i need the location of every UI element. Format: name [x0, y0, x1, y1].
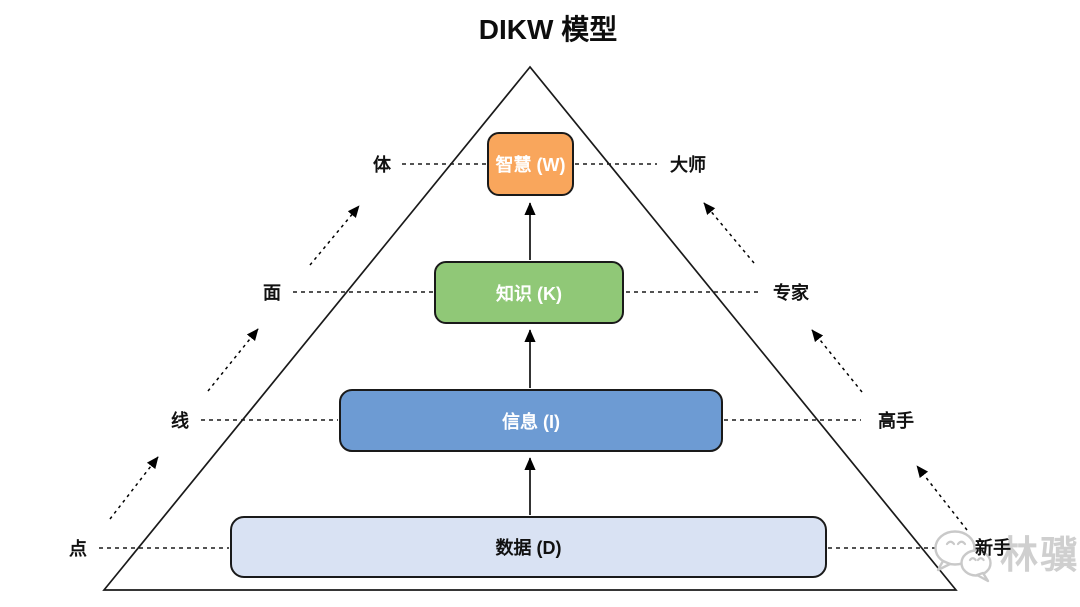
wechat-chat-bubbles-icon [934, 530, 992, 583]
box-information-label: 信息 (I) [502, 411, 560, 432]
left-label-information: 线 [171, 411, 189, 431]
box-knowledge: 知识 (K) [434, 261, 624, 324]
right-label-information: 高手 [878, 411, 914, 431]
dashed-arrow-left-bottom [109, 456, 159, 520]
dashed-arrow-right-bottom [916, 465, 968, 531]
pyramid-triangle-outline [102, 65, 958, 591]
watermark: 林骥 [930, 526, 1080, 586]
dashed-arrow-right-top [703, 202, 755, 264]
dashed-arrow-right-middle [811, 329, 863, 393]
dashed-arrow-left-middle [207, 328, 259, 392]
left-label-wisdom: 体 [373, 155, 391, 175]
right-label-wisdom: 大师 [670, 155, 706, 175]
dashed-arrow-left-top [309, 205, 360, 266]
right-label-data: 新手 [975, 538, 1011, 558]
box-wisdom-label: 智慧 (W) [495, 155, 566, 175]
box-wisdom: 智慧 (W) [487, 132, 574, 196]
box-information: 信息 (I) [339, 389, 723, 452]
left-label-data: 点 [69, 539, 87, 559]
box-knowledge-label: 知识 (K) [496, 283, 562, 304]
watermark-text: 林骥 [1000, 535, 1080, 577]
diagram-title: DIKW 模型 [478, 14, 618, 45]
right-label-knowledge: 专家 [773, 283, 809, 303]
box-data-label: 数据 (D) [495, 538, 562, 558]
left-label-knowledge: 面 [263, 283, 281, 303]
box-data: 数据 (D) [230, 516, 827, 578]
